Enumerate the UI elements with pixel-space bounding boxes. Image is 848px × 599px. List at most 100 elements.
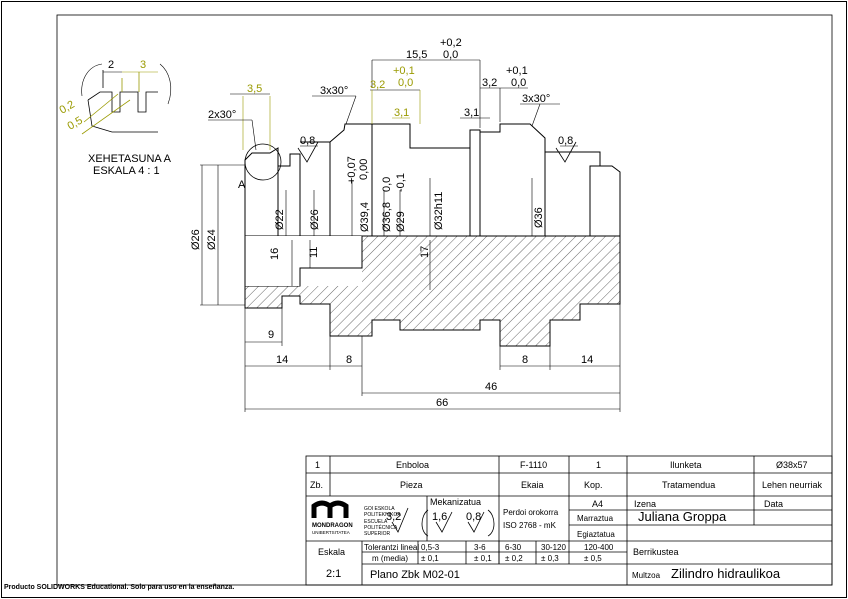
school-line: POLITEKNIKOA: [364, 512, 401, 518]
tol-range: 30-120: [541, 543, 566, 552]
tb-name-label: Izena: [634, 499, 656, 509]
school-line: POLITÉCNICA: [364, 524, 398, 531]
tb-row2-num: Zb.: [310, 480, 323, 490]
tol-value: ± 0,1: [421, 554, 439, 563]
dim-chamfer-3x30: 3x30°: [320, 85, 348, 97]
dimension-lines: [201, 59, 621, 412]
school-line: GOI ESKOLA: [364, 506, 395, 512]
dim-tol-upper: +0,1: [506, 65, 528, 77]
dim-tol-upper: +0,2: [440, 37, 462, 49]
tb-rough-main: 3,2: [386, 511, 401, 523]
dim-tol-upper: +0,1: [393, 65, 415, 77]
logo-word: MONDRAGON: [312, 523, 353, 529]
tol-value: ± 0,5: [584, 554, 602, 563]
tb-set-name: Zilindro hidraulikoa: [671, 566, 781, 581]
tb-paper: A4: [592, 499, 603, 509]
tb-date-label: Data: [764, 499, 783, 509]
dim-phi-36: Ø36: [533, 207, 545, 228]
watermark-footer: Producto SOLIDWORKS Educational. Solo pa…: [4, 584, 235, 591]
dim-phi-26: Ø26: [309, 209, 321, 230]
tol-range: 0,5-3: [421, 543, 440, 552]
dim-17: 17: [419, 246, 431, 258]
tb-row2-raw: Lehen neurriak: [762, 480, 823, 490]
dim-chamfer-3x30b: 3x30°: [522, 93, 550, 105]
detail-scale: ESKALA 4 : 1: [93, 165, 160, 177]
dim-tol-lower: 0,0: [443, 49, 458, 61]
dim-14b: 14: [581, 354, 593, 366]
tb-machining: Mekanizatua: [430, 497, 481, 507]
tb-row1-qty: 1: [596, 460, 601, 470]
section-half: [244, 235, 621, 347]
dim-8: 8: [346, 354, 352, 366]
dim-46: 46: [485, 381, 497, 393]
tb-drawn-by: Juliana Groppa: [638, 509, 727, 524]
dim-phi-26b: Ø26: [190, 229, 202, 250]
dim-8b: 8: [522, 354, 528, 366]
dim-phi-39-4: Ø39,4: [359, 202, 371, 232]
dim-3-2: 3,2: [370, 79, 385, 91]
tb-rough-a: 1,6: [432, 511, 447, 523]
roughness-symbol: [297, 141, 319, 163]
detail-a-view: [81, 63, 172, 135]
detail-dim-r05: 0,5: [66, 115, 85, 133]
tol-range: 3-6: [474, 543, 486, 552]
dim-15-5: 15,5: [406, 49, 427, 61]
tb-rough-b: 0,8: [466, 511, 481, 523]
tb-replaces: Berrikustea: [633, 547, 679, 557]
dim-chamfer-2x30: 2x30°: [208, 109, 236, 121]
school-line: SUPERIOR: [364, 531, 391, 537]
tb-tol-label: Tolerantzi lineal: [364, 543, 419, 552]
tb-row1-raw: Ø38x57: [776, 460, 808, 470]
detail-title: XEHETASUNA A: [88, 153, 172, 165]
tb-tol-ranges: 0,5-3± 0,13-6± 0,16-30± 0,230-120± 0,312…: [421, 543, 614, 563]
dim-tol-lower: 0,00: [358, 159, 370, 180]
tb-row1-treatment: Ilunketa: [670, 460, 702, 470]
dim-phi-36-8: Ø36,8: [381, 202, 393, 232]
dim-tol-lower: 0,0: [511, 77, 526, 89]
dim-tol-lower: -0,1: [395, 173, 407, 192]
tb-checked-label: Egiaztatua: [577, 530, 615, 539]
dim-3-2b: 3,2: [482, 77, 497, 89]
dim-11: 11: [308, 247, 320, 258]
roughness-symbol: [555, 141, 577, 163]
dim-phi-22: Ø22: [274, 209, 286, 230]
title-block-grid: [305, 455, 833, 586]
school-line: ESCUELA: [364, 519, 388, 525]
tol-range: 6-30: [505, 543, 522, 552]
detail-ref-letter: A: [238, 179, 246, 191]
tb-row2-name: Pieza: [400, 480, 423, 490]
dim-16: 16: [269, 248, 281, 260]
dim-3-1a: 3,1: [394, 107, 409, 119]
logo-sub: UNIBERTSITATEA: [312, 530, 350, 535]
tb-row2-code: Ekaia: [521, 480, 544, 490]
dim-14: 14: [276, 354, 288, 366]
roughness-value: 0,8: [300, 135, 315, 147]
detail-a-marker: [244, 143, 282, 181]
tb-row1-name: Enboloa: [396, 460, 429, 470]
dim-3-1b: 3,1: [464, 107, 479, 119]
dim-66: 66: [436, 397, 448, 409]
dim-3-5: 3,5: [247, 83, 262, 95]
tb-profile-label: Perdoi orokorra: [503, 508, 559, 517]
tb-profile-std: ISO 2768 - mK: [503, 521, 557, 530]
dim-tol-upper: +0,07: [346, 156, 358, 184]
dim-9: 9: [268, 329, 274, 341]
tb-scale-label: Eskala: [318, 547, 345, 557]
tb-row2-qty: Kop.: [584, 480, 603, 490]
tb-drawing-no: Plano Zbk M02-01: [370, 569, 460, 581]
dim-phi-24: Ø24: [206, 229, 218, 250]
tb-scale-value: 2:1: [326, 568, 341, 580]
dim-tol-upper: 0,0: [381, 177, 393, 192]
detail-dim-3: 3: [140, 59, 146, 71]
tb-set-label: Multzoa: [632, 571, 661, 580]
roughness-value: 0,8: [558, 135, 573, 147]
tol-range: 120-400: [584, 543, 614, 552]
tol-value: ± 0,2: [505, 554, 523, 563]
detail-dim-2: 2: [108, 59, 114, 71]
dim-phi-29: Ø29: [395, 211, 407, 232]
tol-value: ± 0,3: [541, 554, 559, 563]
detail-dim-r02: 0,2: [58, 99, 77, 117]
tb-tol-label: m (media): [372, 554, 408, 563]
